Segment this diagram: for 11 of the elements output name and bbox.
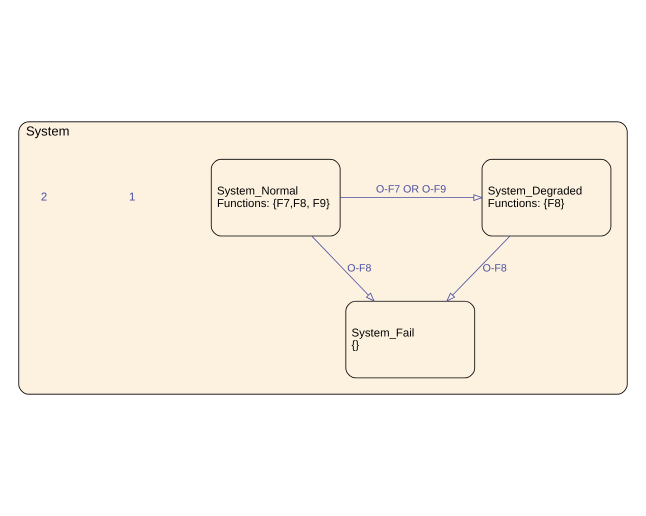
node-box: System_Degraded Functions: {F8} <box>482 158 612 236</box>
arrow <box>311 236 375 302</box>
edge-label: O-F8 <box>347 262 372 274</box>
node-box: System_Fail {} <box>345 300 476 378</box>
edge-label: O-F8 <box>482 262 507 274</box>
edge-label: O-F7 OR O-F9 <box>376 183 446 196</box>
label: 1 <box>128 192 136 204</box>
arrow <box>446 236 510 302</box>
node-box: System_Normal Functions: {F7,F8, F9} <box>210 158 341 236</box>
arrow <box>340 194 484 202</box>
label: 2 <box>40 192 48 204</box>
